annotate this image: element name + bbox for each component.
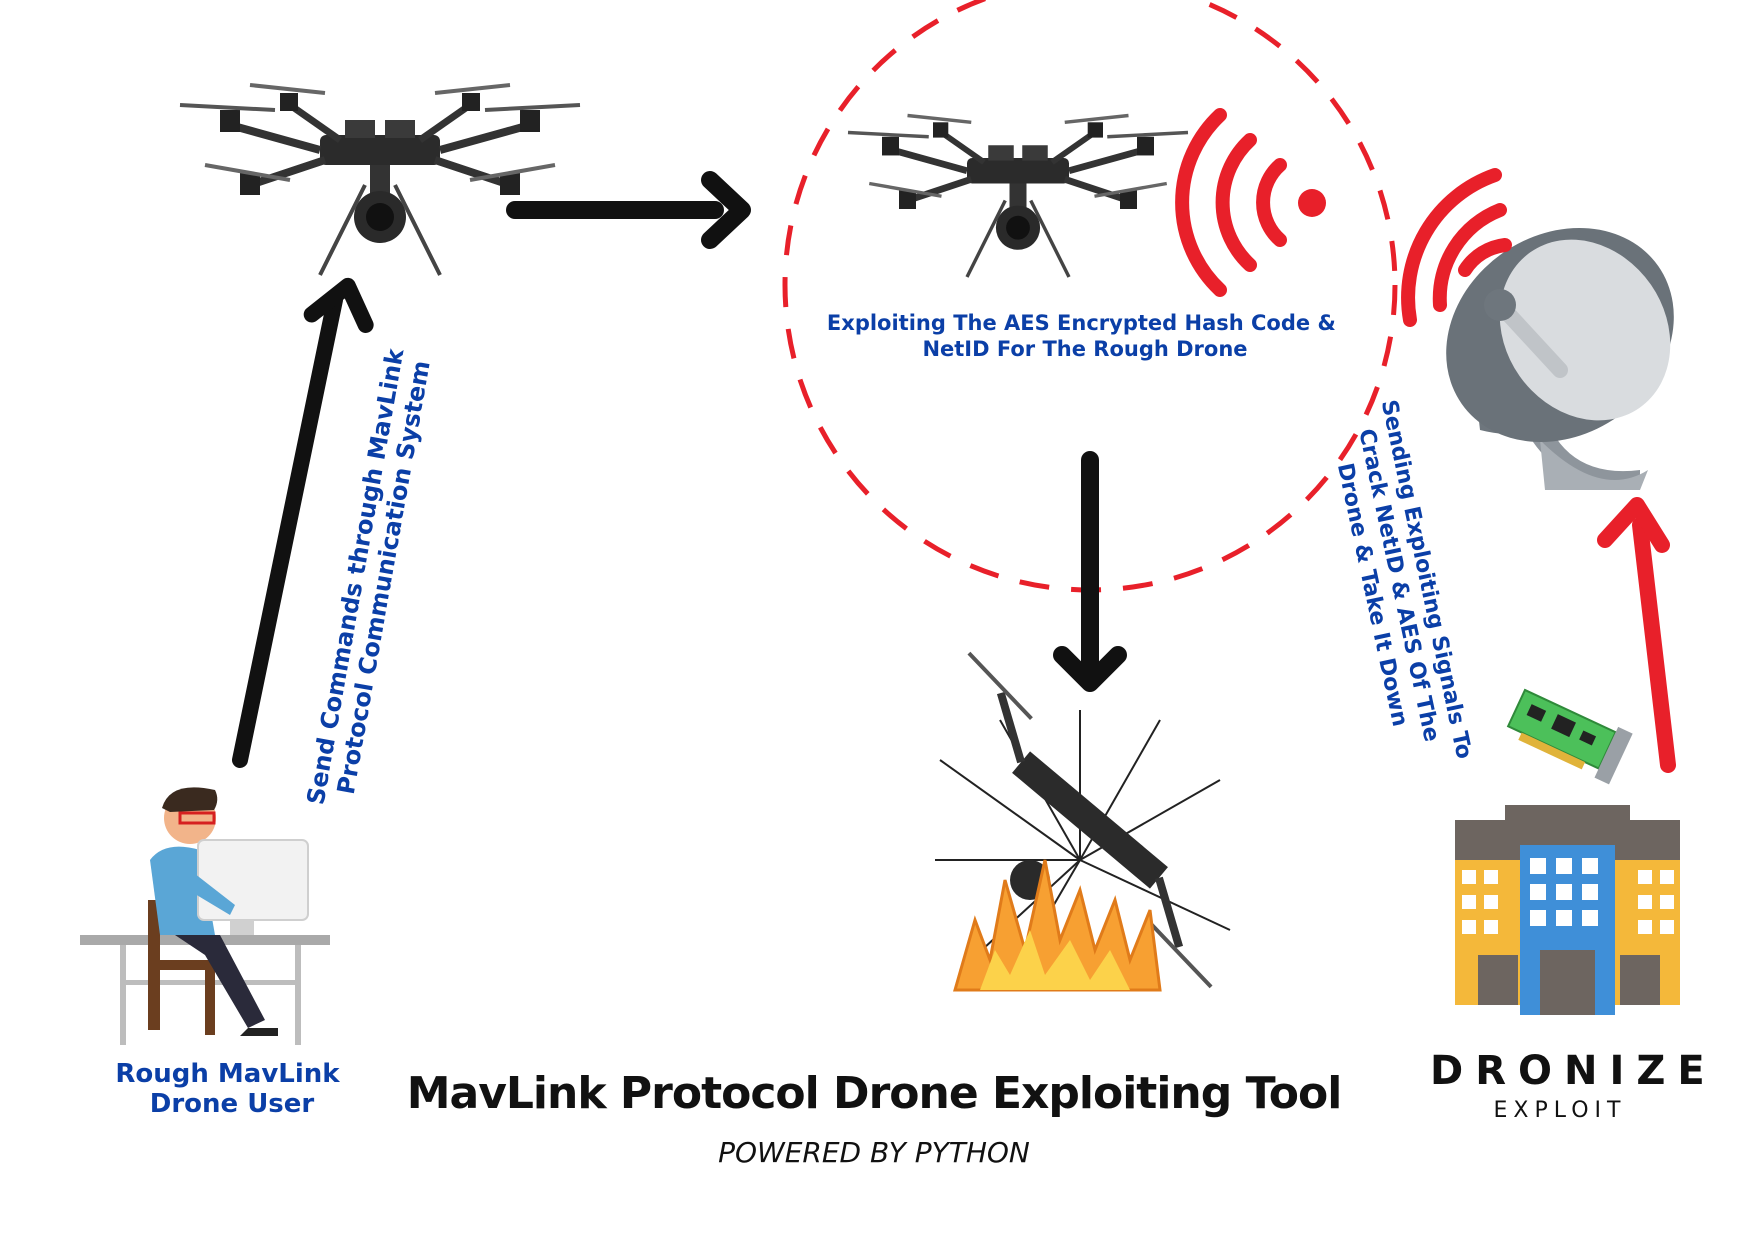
arrow-up-black xyxy=(232,277,374,768)
arrow-right xyxy=(506,171,751,249)
page-subtitle: POWERED BY PYTHON xyxy=(718,1136,1030,1169)
send-commands-label: Send Commands through MavLink Protocol C… xyxy=(302,338,439,811)
arrow-down xyxy=(1053,451,1127,692)
satellite-dish-icon xyxy=(1446,228,1674,490)
user-label: Rough MavLink Drone User xyxy=(115,1059,348,1119)
building-icon xyxy=(1455,805,1680,1015)
network-card-icon xyxy=(1506,688,1633,785)
user-at-computer-icon xyxy=(80,787,330,1045)
brand-logo-text: DRONIZE xyxy=(1430,1048,1717,1094)
drone-icon xyxy=(180,85,580,275)
drone-target-icon xyxy=(848,116,1188,278)
brand-tagline: EXPLOIT xyxy=(1493,1098,1627,1123)
exploiting-label: Exploiting The AES Encrypted Hash Code &… xyxy=(827,311,1343,361)
arrow-up-red xyxy=(1597,497,1676,773)
wifi-signal-icon xyxy=(1175,108,1326,297)
page-title: MavLink Protocol Drone Exploiting Tool xyxy=(406,1068,1343,1119)
dish-signal-icon xyxy=(1401,168,1512,327)
crashed-drone-icon xyxy=(935,651,1231,992)
